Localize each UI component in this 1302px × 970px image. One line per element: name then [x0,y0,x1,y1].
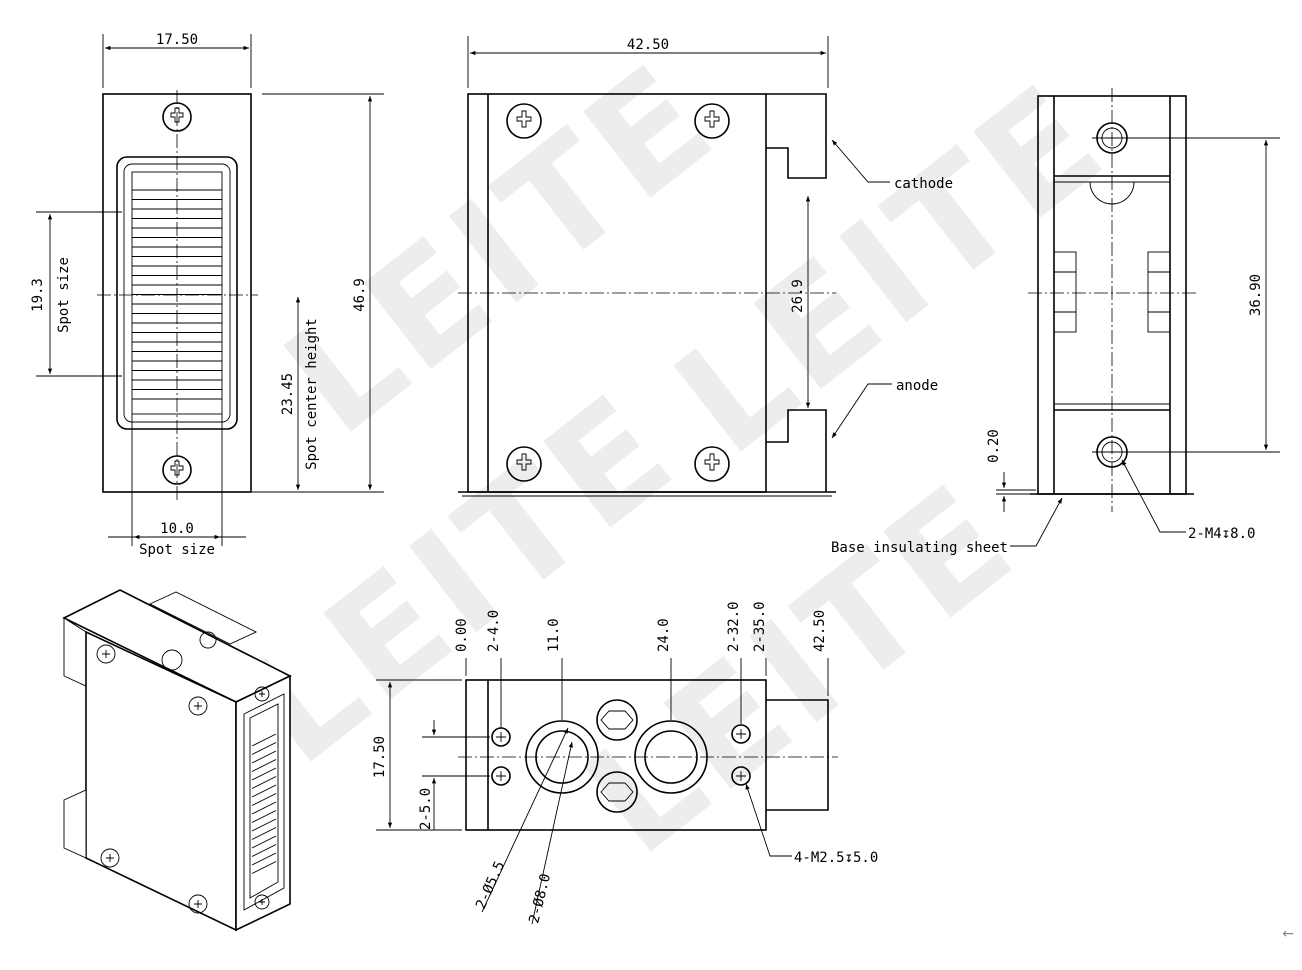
x-pos-1: 2-4.0 [486,610,502,652]
anode-label: anode [896,378,938,394]
iso-fin-line [251,767,277,781]
spot-size-height-label: Spot size [56,257,72,333]
hole-spacing-dim: 36.90 [1248,274,1264,316]
iso-emitter-fins [251,733,277,874]
spot-center-height-dim: 23.45 [280,373,296,415]
iso-fin-line [251,793,277,806]
screw-icon [188,696,208,716]
screw-icon [694,103,730,139]
dia-small-label: 2-Ø5.5 [473,859,508,912]
screw-icon [694,446,730,482]
screw-icon [100,848,120,868]
end-thread-label: 2-M4↧8.0 [1188,526,1255,542]
iso-fin-line [251,852,277,866]
iso-fin-line [251,835,277,849]
x-pos-5: 2-35.0 [752,601,768,652]
watermark-1: LEITE [255,30,747,468]
iso-fin-line [251,801,277,815]
bottom-thread-label: 4-M2.5↧5.0 [794,850,878,866]
iso-fin-line [251,742,277,755]
watermark-2: LEITE [645,50,1137,488]
iso-fin-line [251,827,277,840]
iso-fin-line [251,776,277,789]
side-view: 42.50 26.9 cathode anode [458,36,953,497]
x-pos-6: 42.50 [812,610,828,652]
iso-fin-line [251,818,277,832]
screw-icon [254,686,270,702]
hole-offset-dim: 2-5.0 [418,788,434,830]
front-view: 17.50 46.9 19.3 Spot size 23.45 Spot cen… [30,32,384,558]
iso-fin-line [251,759,277,772]
x-pos-3: 24.0 [656,618,672,652]
screw-icon [96,644,116,664]
iso-fin-line [251,810,277,823]
dia-large-label: 2-Ø8.0 [526,872,554,925]
x-pos-2: 11.0 [546,618,562,652]
front-height-dim: 46.9 [352,278,368,312]
iso-fin-line [251,733,277,747]
iso-fin-line [251,844,277,857]
back-arrow-icon[interactable]: ← [1282,926,1294,942]
spot-center-height-label: Spot center height [304,318,320,470]
end-view: 36.90 0.20 Base insulating sheet 2-M4↧8.… [831,88,1280,556]
insulator-thickness-dim: 0.20 [986,429,1002,463]
iso-fin-line [251,861,277,874]
screw-icon [254,894,270,910]
iso-fin-line [251,784,277,798]
base-insulating-sheet-label: Base insulating sheet [831,540,1008,556]
side-length-dim: 42.50 [627,37,669,53]
electrode-spacing-dim: 26.9 [790,279,806,313]
isometric-view [62,589,292,932]
x-pos-4: 2-32.0 [726,601,742,652]
spot-size-width-dim: 10.0 [160,521,194,537]
cathode-label: cathode [894,176,953,192]
spot-size-width-label: Spot size [139,542,215,558]
screw-icon [506,103,542,139]
iso-fin-line [251,750,277,764]
screw-icon [188,894,208,914]
front-width-dim: 17.50 [156,32,198,48]
spot-size-height-dim: 19.3 [30,278,46,312]
screw-icon [506,446,542,482]
bottom-width-dim: 17.50 [372,736,388,778]
x-pos-0: 0.00 [454,618,470,652]
